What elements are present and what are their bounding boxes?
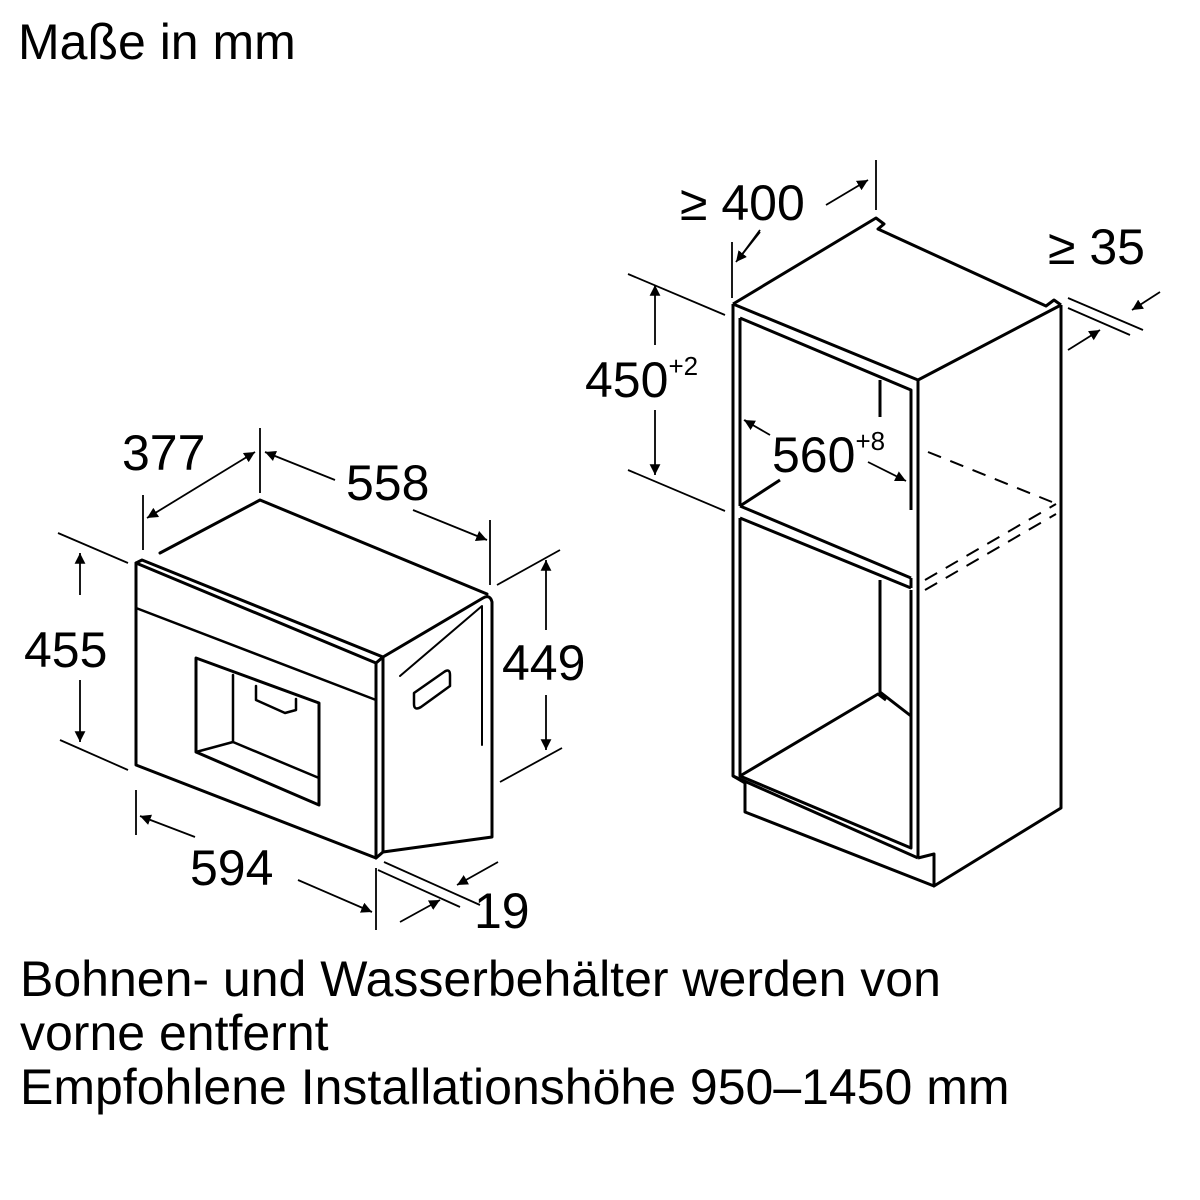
dim-377: 377 bbox=[122, 425, 205, 481]
cabinet-dimensions bbox=[627, 160, 1161, 512]
cabinet-labels: ≥ 400 ≥ 35 450+2 560+8 bbox=[585, 175, 1145, 483]
dim-450-tolerance: +2 bbox=[668, 351, 698, 381]
dim-449: 449 bbox=[502, 635, 585, 691]
dim-455: 455 bbox=[24, 622, 107, 678]
cabinet-hidden-lines bbox=[924, 451, 1057, 591]
note-line-2: vorne entfernt bbox=[20, 1005, 329, 1061]
dim-min-35: ≥ 35 bbox=[1048, 219, 1145, 275]
dim-19: 19 bbox=[474, 883, 530, 939]
dim-594: 594 bbox=[190, 840, 273, 896]
dim-450: 450+2 bbox=[585, 351, 698, 408]
dim-560-tolerance: +8 bbox=[855, 426, 885, 456]
dim-560: 560+8 bbox=[772, 426, 885, 483]
installation-notes: Bohnen- und Wasserbehälter werden von vo… bbox=[20, 952, 1010, 1114]
dim-558: 558 bbox=[346, 455, 429, 511]
appliance-dimensions bbox=[57, 428, 563, 930]
note-line-1: Bohnen- und Wasserbehälter werden von bbox=[20, 951, 941, 1007]
appliance-drawing bbox=[134, 498, 494, 860]
cabinet-drawing bbox=[731, 216, 1063, 888]
dim-450-value: 450 bbox=[585, 352, 668, 408]
appliance-labels: 377 558 455 449 594 19 bbox=[24, 425, 585, 939]
dim-560-value: 560 bbox=[772, 427, 855, 483]
dim-min-400: ≥ 400 bbox=[680, 175, 805, 231]
note-line-3: Empfohlene Installationshöhe 950–1450 mm bbox=[20, 1059, 1010, 1115]
page-title: Maße in mm bbox=[18, 14, 296, 70]
